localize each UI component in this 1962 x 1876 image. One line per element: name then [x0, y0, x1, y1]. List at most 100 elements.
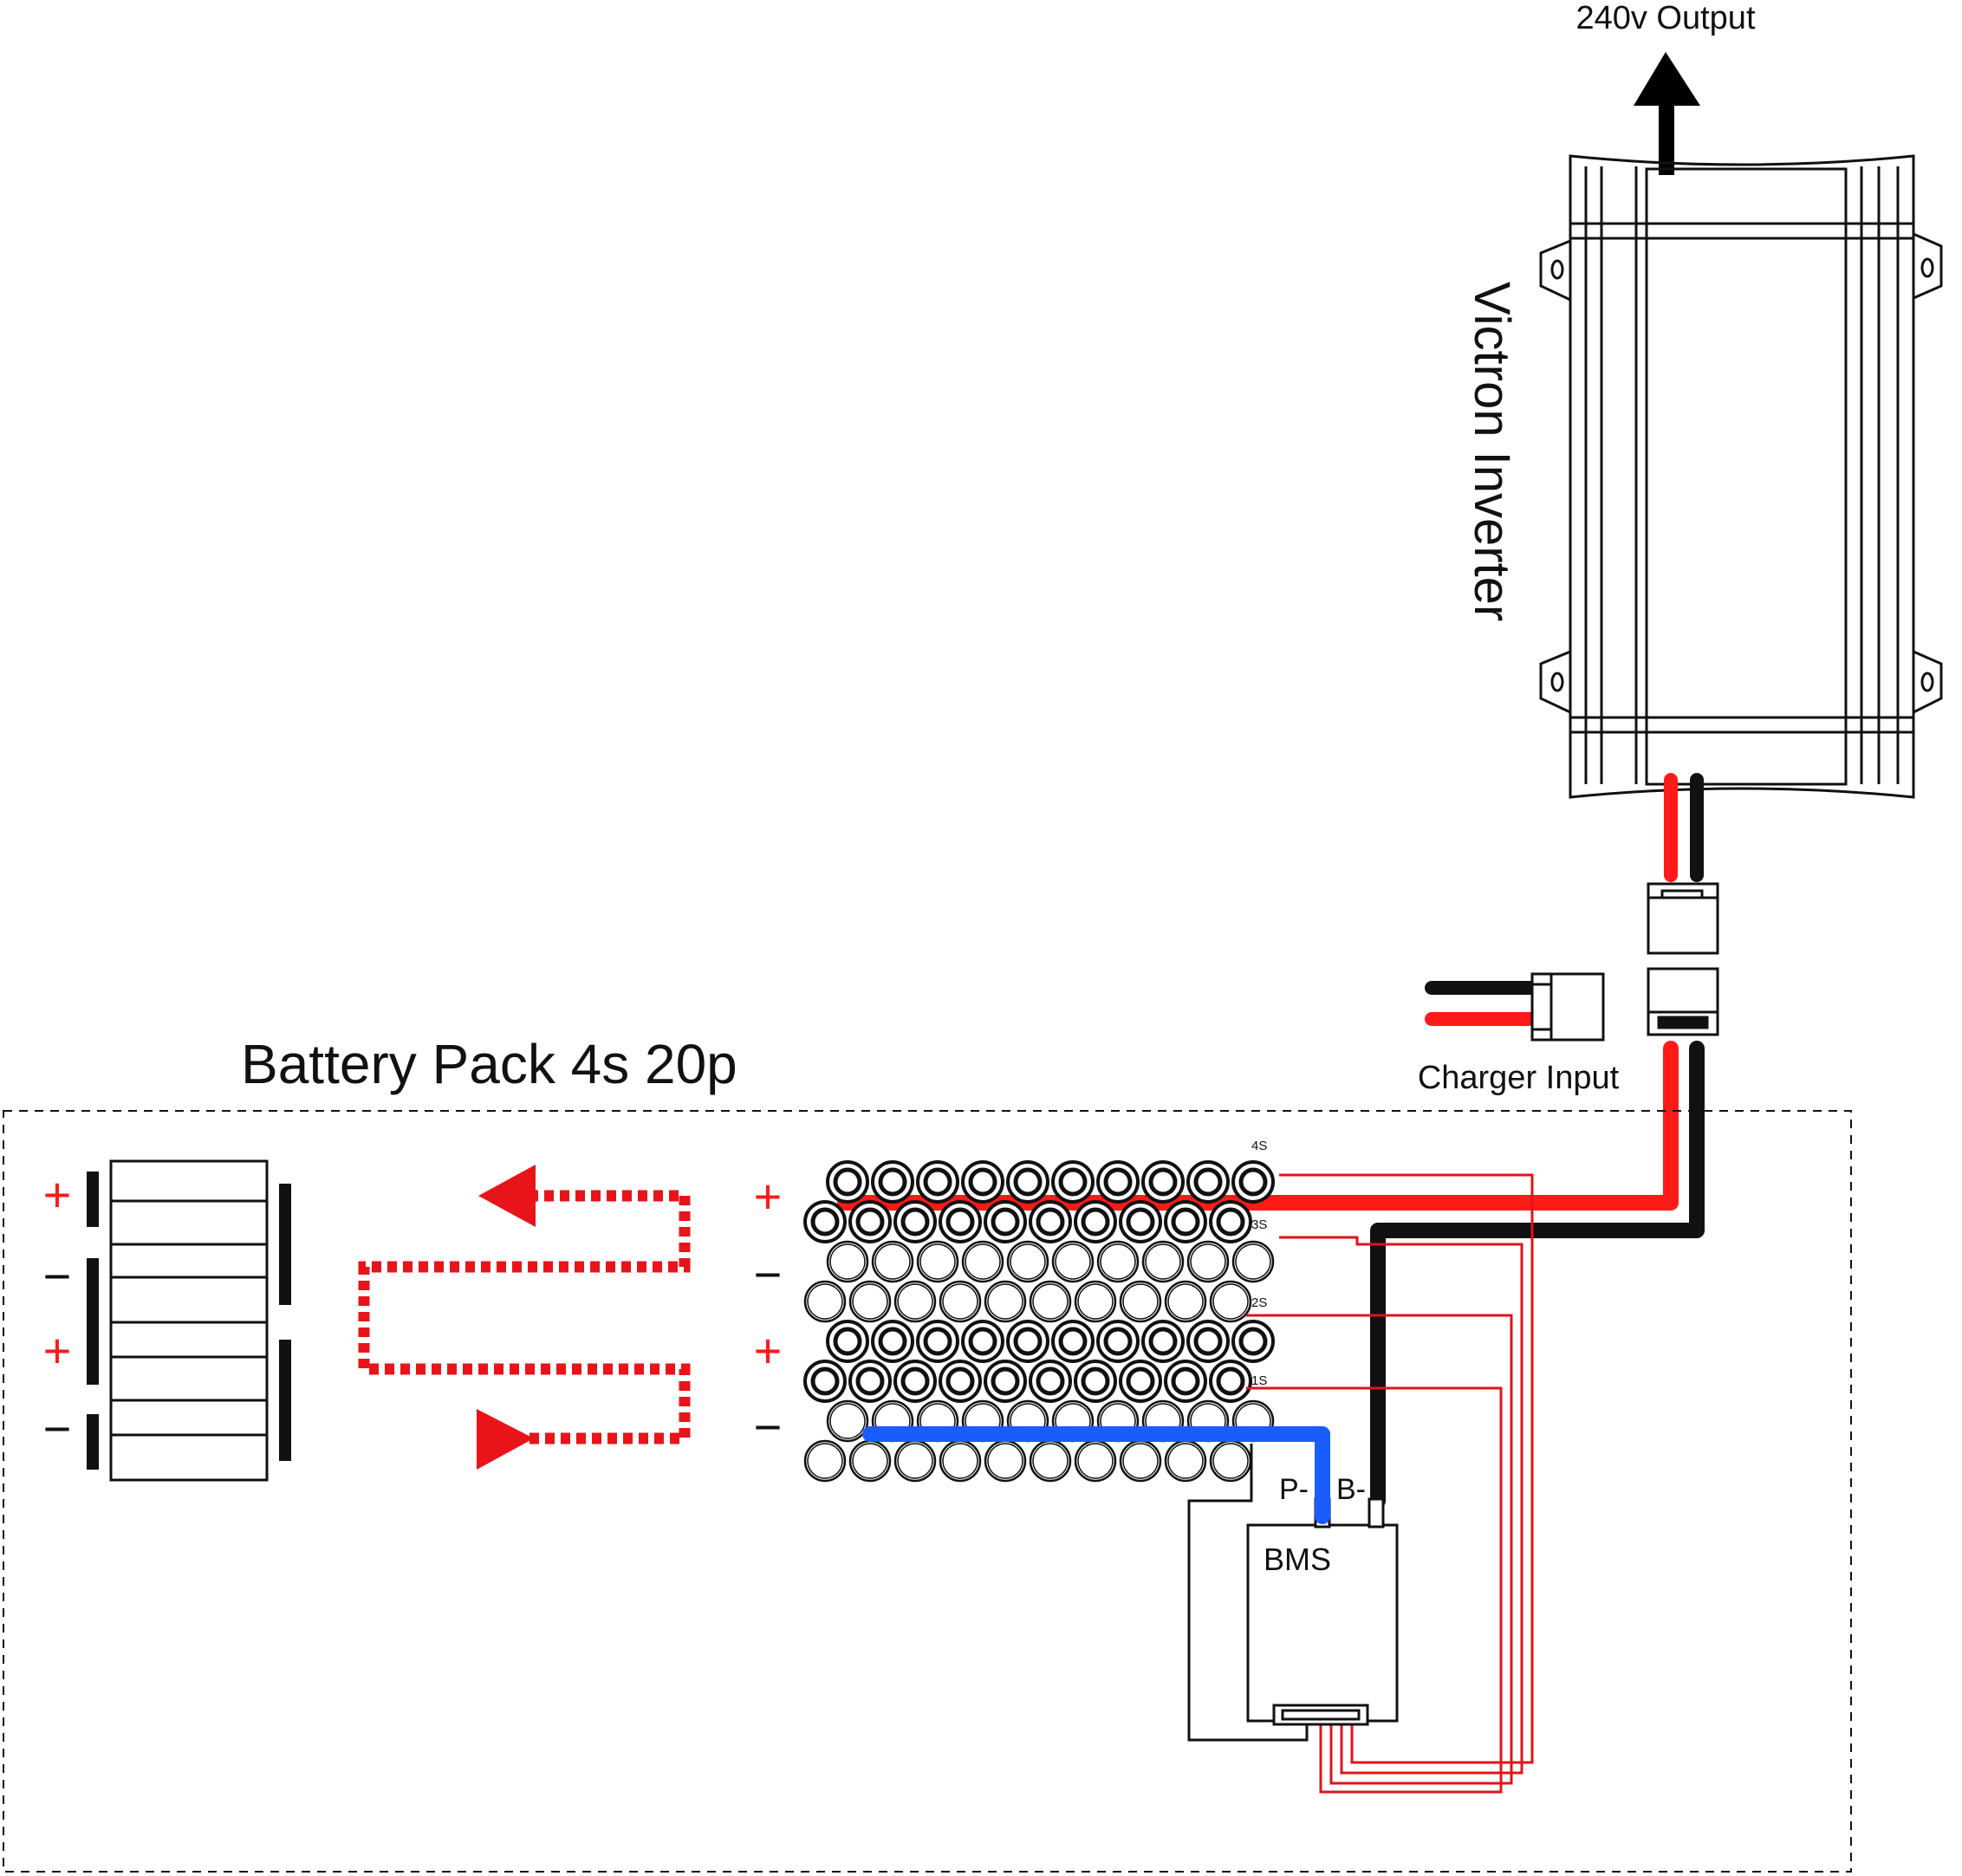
battery-cell-terminal	[810, 1366, 840, 1396]
cell-stack-schematic	[109, 1159, 269, 1482]
battery-cell-terminal	[833, 1327, 862, 1356]
battery-cell	[916, 1240, 959, 1283]
battery-cell-terminal	[942, 1443, 978, 1479]
battery-cell-terminal	[878, 1167, 907, 1197]
battery-cell	[1029, 1439, 1072, 1483]
output-label: 240v Output	[1575, 0, 1755, 36]
battery-cell	[826, 1399, 869, 1443]
battery-cell-terminal	[878, 1327, 907, 1356]
charger-connector	[1530, 972, 1605, 1042]
battery-cell	[1209, 1280, 1252, 1323]
battery-cell-terminal	[1058, 1327, 1088, 1356]
polarity-minus: −	[754, 1247, 783, 1302]
inverter-label: Victron Inverter	[1464, 282, 1520, 621]
battery-cell	[848, 1439, 892, 1483]
battery-cell-terminal	[1193, 1327, 1223, 1356]
battery-cell-terminal	[987, 1283, 1023, 1320]
battery-cell-terminal	[987, 1443, 1023, 1479]
battery-cell-terminal	[1238, 1167, 1268, 1197]
battery-cell	[1209, 1439, 1252, 1483]
battery-cell	[871, 1240, 914, 1283]
inverter-connector	[1647, 882, 1719, 955]
battery-cell	[961, 1240, 1004, 1283]
battery-cell	[1164, 1280, 1207, 1323]
battery-cell-terminal	[829, 1403, 866, 1439]
battery-cell-terminal	[1148, 1167, 1178, 1197]
battery-cell-terminal	[965, 1243, 1001, 1280]
b-minus-label: B-	[1336, 1473, 1366, 1506]
battery-cell	[984, 1439, 1027, 1483]
battery-cell-terminal	[1171, 1366, 1200, 1396]
battery-cell-terminal	[833, 1167, 862, 1197]
balance-leads	[1246, 1173, 1534, 1794]
battery-cell-terminal	[897, 1283, 933, 1320]
battery-cell	[1141, 1240, 1185, 1283]
battery-cell-terminal	[1216, 1366, 1245, 1396]
battery-cell-terminal	[1171, 1207, 1200, 1237]
series-flow-path	[358, 1190, 691, 1444]
cell-stack-bus-bars	[87, 1172, 291, 1470]
polarity-minus: −	[754, 1399, 783, 1454]
battery-cell-terminal	[1216, 1207, 1245, 1237]
polarity-plus: +	[754, 1169, 783, 1224]
battery-cell-terminal	[1126, 1366, 1155, 1396]
battery-cell	[893, 1439, 937, 1483]
battery-cell-terminal	[1122, 1443, 1159, 1479]
cell-stack-polarity: + − + −	[43, 1167, 72, 1456]
battery-cell-terminal	[1212, 1443, 1249, 1479]
battery-cell	[939, 1280, 982, 1323]
battery-cell-terminal	[1081, 1207, 1110, 1237]
tap-label-2s: 2S	[1251, 1295, 1267, 1310]
bms-label: BMS	[1264, 1542, 1331, 1577]
battery-cell	[1074, 1439, 1117, 1483]
battery-cell-terminal	[1103, 1167, 1133, 1197]
battery-cell-terminal	[852, 1283, 888, 1320]
battery-cell	[803, 1280, 847, 1323]
battery-cell	[1186, 1240, 1230, 1283]
battery-cell-terminal	[1077, 1283, 1114, 1320]
battery-cell-terminal	[900, 1366, 930, 1396]
battery-cell-terminal	[1103, 1327, 1133, 1356]
battery-cell-terminal	[1013, 1327, 1043, 1356]
battery-cell-terminal	[1126, 1207, 1155, 1237]
battery-cell-terminal	[829, 1243, 866, 1280]
battery-cell-terminal	[1212, 1283, 1249, 1320]
pack-negative-lead	[1370, 1041, 1705, 1509]
battery-cell-terminal	[968, 1327, 997, 1356]
battery-cell	[848, 1280, 892, 1323]
battery-cell	[1096, 1240, 1140, 1283]
battery-cell-terminal	[852, 1443, 888, 1479]
battery-cell-terminal	[1036, 1207, 1065, 1237]
battery-cell-terminal	[968, 1167, 997, 1197]
battery-cell	[1231, 1240, 1275, 1283]
battery-cell-terminal	[900, 1207, 930, 1237]
sense-ground-wire	[1187, 1444, 1309, 1742]
battery-cell-terminal	[897, 1443, 933, 1479]
polarity-plus: +	[43, 1323, 72, 1378]
battery-cell-terminal	[1238, 1327, 1268, 1356]
pack-connector	[1647, 967, 1719, 1036]
battery-cell-terminal	[1036, 1366, 1065, 1396]
inverter-body	[1539, 154, 1943, 799]
battery-cell-terminal	[919, 1243, 956, 1280]
battery-cell-terminal	[923, 1167, 952, 1197]
tap-label-4s: 4S	[1251, 1139, 1267, 1153]
battery-cell	[1119, 1439, 1162, 1483]
battery-cell-terminal	[1055, 1243, 1091, 1280]
battery-cell-terminal	[1077, 1443, 1114, 1479]
battery-cell-terminal	[1032, 1443, 1069, 1479]
battery-cell-terminal	[1100, 1243, 1136, 1280]
charger-label: Charger Input	[1418, 1060, 1620, 1096]
battery-cell-terminal	[1167, 1443, 1204, 1479]
right-arrow-icon	[477, 1409, 534, 1470]
battery-cell-terminal	[855, 1366, 885, 1396]
battery-cell-terminal	[1190, 1243, 1226, 1280]
battery-cell-terminal	[991, 1366, 1020, 1396]
battery-cell-terminal	[807, 1443, 843, 1479]
battery-cell-terminal	[1013, 1167, 1043, 1197]
battery-cell	[826, 1240, 869, 1283]
battery-cell-terminal	[1058, 1167, 1088, 1197]
battery-cell	[1051, 1240, 1095, 1283]
battery-cell	[939, 1439, 982, 1483]
